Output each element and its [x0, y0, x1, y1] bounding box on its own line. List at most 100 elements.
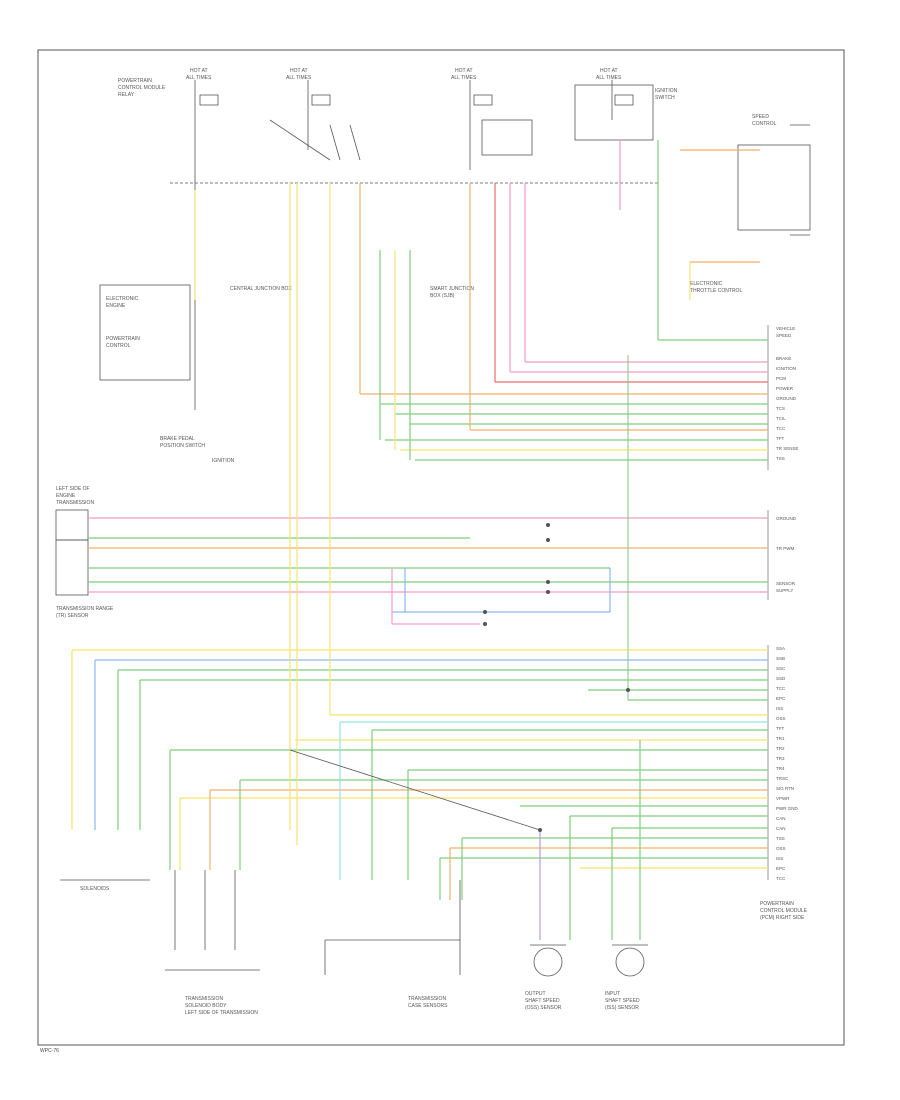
svg-text:TR4: TR4 — [776, 766, 785, 771]
svg-text:EPC: EPC — [776, 866, 786, 871]
svg-text:SENSOR: SENSOR — [776, 581, 796, 586]
pcm-connector — [627, 325, 769, 880]
svg-text:SSA: SSA — [776, 646, 785, 651]
svg-text:(PCM) RIGHT SIDE: (PCM) RIGHT SIDE — [760, 915, 805, 921]
svg-text:SHAFT SPEED: SHAFT SPEED — [525, 998, 560, 1004]
svg-text:CONTROL MODULE: CONTROL MODULE — [118, 85, 166, 91]
svg-text:ISS: ISS — [776, 706, 783, 711]
svg-text:IGNITION: IGNITION — [776, 366, 796, 371]
svg-text:POWER: POWER — [776, 386, 794, 391]
svg-text:(TR) SENSOR: (TR) SENSOR — [56, 613, 89, 619]
svg-text:HOT AT: HOT AT — [455, 68, 473, 74]
diagram-border — [37, 49, 845, 1046]
svg-text:ELECTRONIC: ELECTRONIC — [690, 281, 723, 287]
svg-text:TFT: TFT — [776, 726, 784, 731]
left-components: LEFT SIDE OF ENGINE TRANSMISSION TRANSMI… — [56, 486, 808, 1016]
svg-text:TRANSMISSION RANGE: TRANSMISSION RANGE — [56, 606, 114, 612]
svg-text:INPUT: INPUT — [605, 991, 620, 997]
top-labels: HOT AT ALL TIMES HOT AT ALL TIMES HOT AT… — [106, 68, 777, 464]
svg-text:TCC: TCC — [776, 686, 786, 691]
bottom-components — [60, 749, 648, 977]
svg-text:ISS: ISS — [776, 856, 783, 861]
svg-text:HOT AT: HOT AT — [190, 68, 208, 74]
svg-text:OSS: OSS — [776, 846, 786, 851]
svg-text:SOLENOIDS: SOLENOIDS — [80, 886, 110, 892]
svg-text:SIG RTN: SIG RTN — [776, 786, 794, 791]
svg-text:ALL TIMES: ALL TIMES — [186, 75, 212, 81]
svg-text:LEFT SIDE OF TRANSMISSION: LEFT SIDE OF TRANSMISSION — [185, 1010, 258, 1016]
svg-text:TR1: TR1 — [776, 736, 785, 741]
svg-text:RELAY: RELAY — [118, 92, 135, 98]
wires-vertical — [71, 140, 760, 940]
power-distribution-section — [55, 80, 811, 596]
pcm-pin-labels: VEHICLE SPEED BRAKE IGNITION PCM POWER G… — [776, 326, 799, 881]
svg-text:OUTPUT: OUTPUT — [525, 991, 546, 997]
svg-text:TR3: TR3 — [776, 756, 785, 761]
footer-code: WPC-76 — [40, 1048, 59, 1054]
svg-text:SPEED: SPEED — [776, 333, 792, 338]
svg-text:(ISS) SENSOR: (ISS) SENSOR — [605, 1005, 639, 1011]
svg-text:TRANSMISSION: TRANSMISSION — [408, 996, 446, 1002]
svg-text:TCS: TCS — [776, 406, 785, 411]
svg-text:OSS: OSS — [776, 716, 786, 721]
svg-text:ENGINE: ENGINE — [56, 493, 76, 499]
svg-text:POWERTRAIN: POWERTRAIN — [118, 78, 152, 84]
svg-text:CAN: CAN — [776, 826, 786, 831]
svg-text:TRSC: TRSC — [776, 776, 789, 781]
svg-text:BOX (SJB): BOX (SJB) — [430, 293, 455, 299]
svg-text:PCM: PCM — [776, 376, 786, 381]
svg-text:EPC: EPC — [776, 696, 786, 701]
svg-text:SWITCH: SWITCH — [655, 95, 675, 101]
svg-text:CONTROL: CONTROL — [752, 121, 777, 127]
svg-text:IGNITION: IGNITION — [212, 458, 235, 464]
svg-text:TRANSMISSION: TRANSMISSION — [56, 500, 94, 506]
svg-text:BRAKE PEDAL: BRAKE PEDAL — [160, 436, 195, 442]
svg-text:SSC: SSC — [776, 666, 786, 671]
svg-text:SHAFT SPEED: SHAFT SPEED — [605, 998, 640, 1004]
svg-text:TR2: TR2 — [776, 746, 785, 751]
svg-text:VEHICLE: VEHICLE — [776, 326, 795, 331]
svg-text:CAN: CAN — [776, 816, 786, 821]
svg-text:BRAKE: BRAKE — [776, 356, 791, 361]
svg-text:TSS: TSS — [776, 456, 785, 461]
svg-text:CONTROL MODULE: CONTROL MODULE — [760, 908, 808, 914]
svg-text:SOLENOID BODY: SOLENOID BODY — [185, 1003, 227, 1009]
svg-text:TCC: TCC — [776, 876, 786, 881]
svg-text:POWERTRAIN: POWERTRAIN — [106, 336, 140, 342]
svg-text:SMART JUNCTION: SMART JUNCTION — [430, 286, 474, 292]
svg-text:SSD: SSD — [776, 676, 786, 681]
svg-text:ELECTRONIC: ELECTRONIC — [106, 296, 139, 302]
svg-text:GROUND: GROUND — [776, 516, 797, 521]
svg-text:VPWR: VPWR — [776, 796, 790, 801]
connector-dots — [483, 523, 630, 832]
svg-text:CONTROL: CONTROL — [106, 343, 131, 349]
svg-text:ALL TIMES: ALL TIMES — [596, 75, 622, 81]
svg-text:(OSS) SENSOR: (OSS) SENSOR — [525, 1005, 562, 1011]
svg-text:CENTRAL JUNCTION BOX: CENTRAL JUNCTION BOX — [230, 286, 292, 292]
svg-text:ALL TIMES: ALL TIMES — [451, 75, 477, 81]
svg-text:TR SENSE: TR SENSE — [776, 446, 799, 451]
svg-text:SPEED: SPEED — [752, 114, 769, 120]
svg-text:HOT AT: HOT AT — [600, 68, 618, 74]
svg-text:POWERTRAIN: POWERTRAIN — [760, 901, 794, 907]
svg-text:TCIL: TCIL — [776, 416, 786, 421]
svg-text:TSS: TSS — [776, 836, 785, 841]
svg-text:HOT AT: HOT AT — [290, 68, 308, 74]
svg-text:PWR GND: PWR GND — [776, 806, 798, 811]
svg-text:CASE SENSORS: CASE SENSORS — [408, 1003, 448, 1009]
svg-text:POSITION SWITCH: POSITION SWITCH — [160, 443, 205, 449]
svg-text:TRANSMISSION: TRANSMISSION — [185, 996, 223, 1002]
svg-text:TR PWM: TR PWM — [776, 546, 794, 551]
svg-text:THROTTLE CONTROL: THROTTLE CONTROL — [690, 288, 742, 294]
svg-text:ALL TIMES: ALL TIMES — [286, 75, 312, 81]
svg-text:ENGINE: ENGINE — [106, 303, 126, 309]
svg-text:SSB: SSB — [776, 656, 785, 661]
svg-text:IGNITION: IGNITION — [655, 88, 678, 94]
svg-text:TCC: TCC — [776, 426, 786, 431]
svg-text:SUPPLY: SUPPLY — [776, 588, 793, 593]
svg-text:GROUND: GROUND — [776, 396, 797, 401]
svg-text:LEFT SIDE OF: LEFT SIDE OF — [56, 486, 90, 492]
wires-horizontal — [72, 339, 768, 869]
svg-text:TFT: TFT — [776, 436, 784, 441]
